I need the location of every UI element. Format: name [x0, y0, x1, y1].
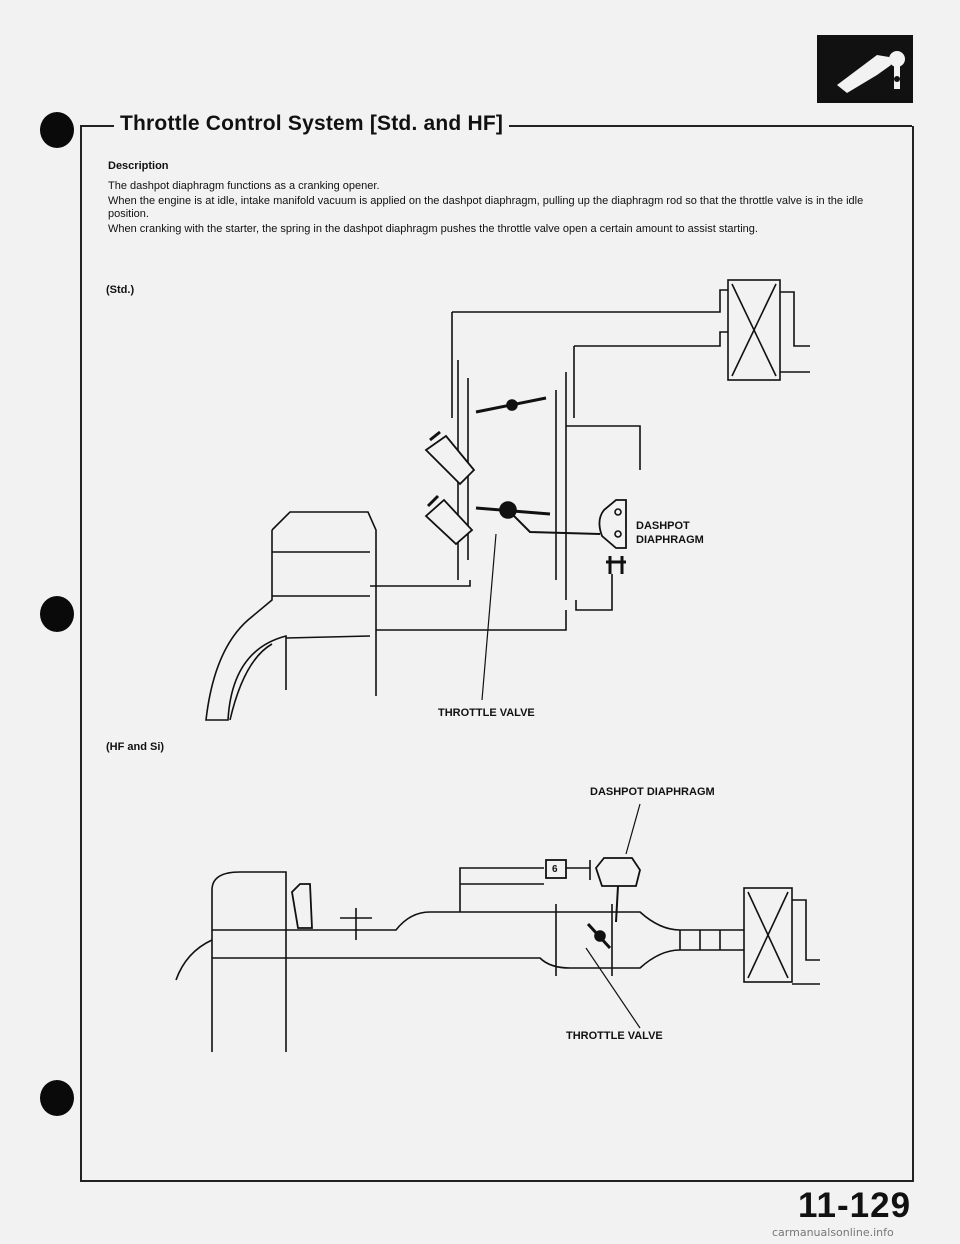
binder-hole-middle	[40, 596, 74, 632]
hf-air-cleaner	[743, 887, 793, 983]
site-watermark: carmanualsonline.info	[772, 1226, 894, 1239]
hf-dashpot-label: DASHPOT DIAPHRAGM	[590, 786, 715, 798]
std-dashpot-label-line2: DIAPHRAGM	[636, 534, 704, 546]
description-paragraph-2: When the engine is at idle, intake manif…	[108, 195, 864, 220]
hf-diagram-label: (HF and Si)	[106, 741, 165, 753]
section-title-row: Throttle Control System [Std. and HF]	[80, 112, 912, 140]
std-air-cleaner	[727, 279, 781, 381]
std-diagram-label: (Std.)	[106, 284, 135, 296]
std-throttle-valve-label: THROTTLE VALVE	[438, 707, 535, 719]
binder-hole-top	[40, 112, 74, 148]
std-dashpot-label-line1: DASHPOT	[636, 520, 690, 532]
hf-hose-number: 6	[552, 864, 558, 875]
binder-hole-bottom	[40, 1080, 74, 1116]
description-heading: Description	[108, 160, 169, 172]
hf-throttle-valve-label: THROTTLE VALVE	[566, 1030, 663, 1042]
description-paragraph-1: The dashpot diaphragm functions as a cra…	[108, 180, 380, 192]
page-number: 11-129	[798, 1186, 912, 1225]
fuel-nozzle-icon	[817, 35, 913, 103]
description-paragraph-3: When cranking with the starter, the spri…	[108, 223, 758, 235]
description-text: The dashpot diaphragm functions as a cra…	[108, 180, 898, 238]
page-title: Throttle Control System [Std. and HF]	[114, 112, 510, 136]
hf-hose-number-box	[545, 859, 567, 879]
content-frame	[80, 126, 914, 1182]
